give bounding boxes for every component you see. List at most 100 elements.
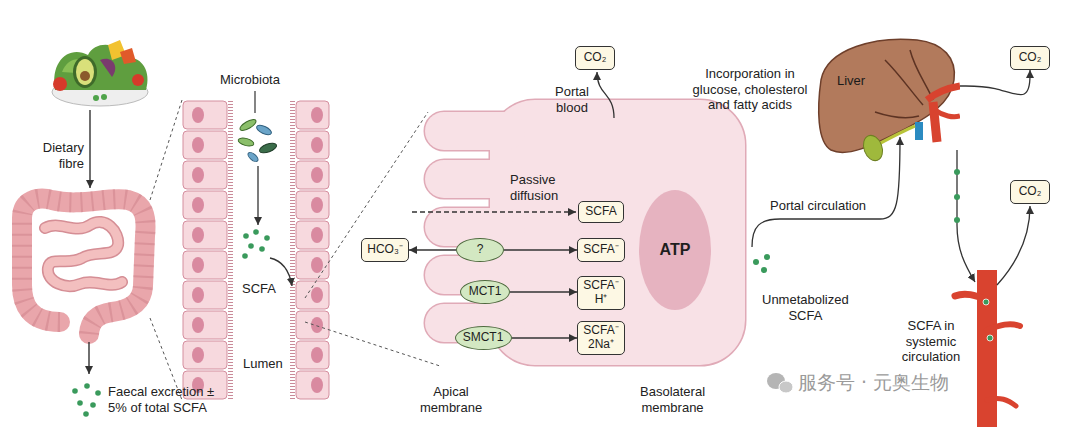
transport-arrow — [504, 249, 577, 250]
colon-haustra — [22, 199, 146, 334]
molecule-box: CO₂ — [1010, 180, 1050, 204]
colon — [22, 199, 146, 334]
text-label: Portal circulation — [770, 198, 866, 214]
liver-vein — [910, 50, 933, 100]
bacterium — [255, 123, 272, 136]
flow-arrow — [257, 166, 258, 225]
microvillus — [425, 112, 525, 150]
molecule-box: SCFA⁻ — [577, 238, 625, 262]
bacterium — [246, 151, 259, 163]
node-text: SMCT1 — [463, 331, 504, 345]
flow-arrow — [997, 206, 1030, 285]
blood-vessel-branch — [987, 398, 1016, 406]
scfa-dot — [84, 383, 90, 389]
node-text: ATP — [660, 241, 691, 259]
salad-leaves — [54, 45, 147, 90]
scfa-dot — [77, 400, 83, 406]
cell-fill — [425, 100, 745, 365]
transport-arrow — [409, 249, 456, 250]
node-text: CO₂ — [1019, 185, 1042, 199]
tomato — [53, 77, 67, 91]
scfa-dot — [954, 194, 960, 200]
scfa-dot — [83, 411, 89, 417]
text-label: Incorporation in glucose, cholesterol an… — [690, 66, 810, 113]
liver-organ: Liver — [815, 30, 960, 165]
pea — [93, 95, 99, 101]
zoom-line — [305, 322, 440, 366]
leader-line — [254, 91, 255, 113]
scfa-dot — [90, 402, 96, 408]
cell-body-outline — [490, 100, 745, 365]
blood-vessel-branch — [987, 324, 1020, 330]
zoom-line — [150, 100, 182, 200]
scfa-dot — [954, 217, 960, 223]
vena-cava — [933, 102, 937, 142]
flow-arrow — [957, 150, 975, 282]
molecule-box: SCFA⁻ 2Na⁺ — [577, 321, 625, 355]
microvillus-outline — [425, 112, 525, 150]
text-label: SCFA — [242, 281, 276, 297]
avocado-pit — [80, 71, 90, 81]
scfa-dot — [243, 233, 249, 239]
transport-arrow — [510, 291, 577, 292]
cell-outline — [425, 100, 745, 365]
node-text: CO₂ — [584, 51, 607, 65]
bacterium — [258, 141, 278, 155]
molecule-box: HCO₃⁻ — [361, 238, 409, 262]
scfa-dot — [761, 267, 767, 273]
node-text: SCFA⁻ — [583, 243, 618, 257]
transporter-oval: SMCT1 — [455, 326, 512, 350]
text-label: Faecal excretion ± 5% of total SCFA — [108, 384, 233, 415]
epithelium-column — [182, 100, 228, 400]
small-intestine-outline — [45, 222, 122, 286]
blood-vessel — [977, 270, 997, 427]
flow-arrow — [597, 72, 614, 118]
scfa-dot — [253, 229, 259, 235]
cabbage-slice — [100, 59, 115, 77]
zoom-line — [305, 112, 428, 298]
node-text: MCT1 — [469, 285, 502, 299]
text-label: Apical membrane — [420, 384, 482, 415]
transporter-oval: ? — [456, 238, 504, 262]
transport-arrow — [960, 70, 1030, 95]
gallbladder — [860, 133, 886, 164]
blood-vessel-branch — [955, 294, 987, 300]
diffusion-arrow — [412, 211, 576, 212]
node-text: SCFA⁻ 2Na⁺ — [583, 324, 618, 352]
liver-vein — [885, 60, 923, 105]
transporter-oval: MCT1 — [460, 280, 510, 304]
molecule-box: SCFA⁻ H⁺ — [577, 276, 625, 310]
node-text: CO₂ — [1019, 51, 1042, 65]
text-label: Lumen — [243, 356, 283, 372]
atp-ellipse: ATP — [639, 190, 711, 310]
liver-illustration — [815, 30, 960, 165]
text-label: Microbiota — [220, 72, 280, 88]
scfa-dot — [954, 169, 960, 175]
tomato — [132, 74, 144, 86]
scfa-dot — [259, 246, 265, 252]
hepatic-vein — [927, 86, 960, 100]
scfa-dot — [242, 253, 248, 259]
liver-vein — [875, 112, 919, 118]
scfa-dot — [248, 243, 254, 249]
cell-body — [490, 100, 745, 365]
text-label: Dietary fibre — [28, 140, 84, 171]
text-label: Unmetabolized SCFA — [762, 292, 849, 323]
watermark: 服务号 · 元奥生物 — [796, 371, 951, 394]
watermark-icon — [779, 381, 793, 393]
bacterium — [237, 137, 254, 148]
node-text: ? — [477, 243, 484, 257]
scfa-dot — [983, 299, 989, 305]
scfa-dot — [264, 235, 270, 241]
scfa-dot — [72, 388, 78, 394]
scfa-dot — [764, 254, 770, 260]
node-text: HCO₃⁻ — [367, 243, 403, 257]
molecule-box: SCFA — [578, 201, 624, 223]
node-text: SCFA — [585, 205, 616, 219]
node-text: Liver — [837, 74, 865, 89]
molecule-box: CO₂ — [1010, 46, 1050, 70]
bacterium — [238, 117, 257, 132]
pea — [101, 94, 107, 100]
scfa-dot — [987, 335, 993, 341]
hepatic-vein — [935, 110, 960, 117]
